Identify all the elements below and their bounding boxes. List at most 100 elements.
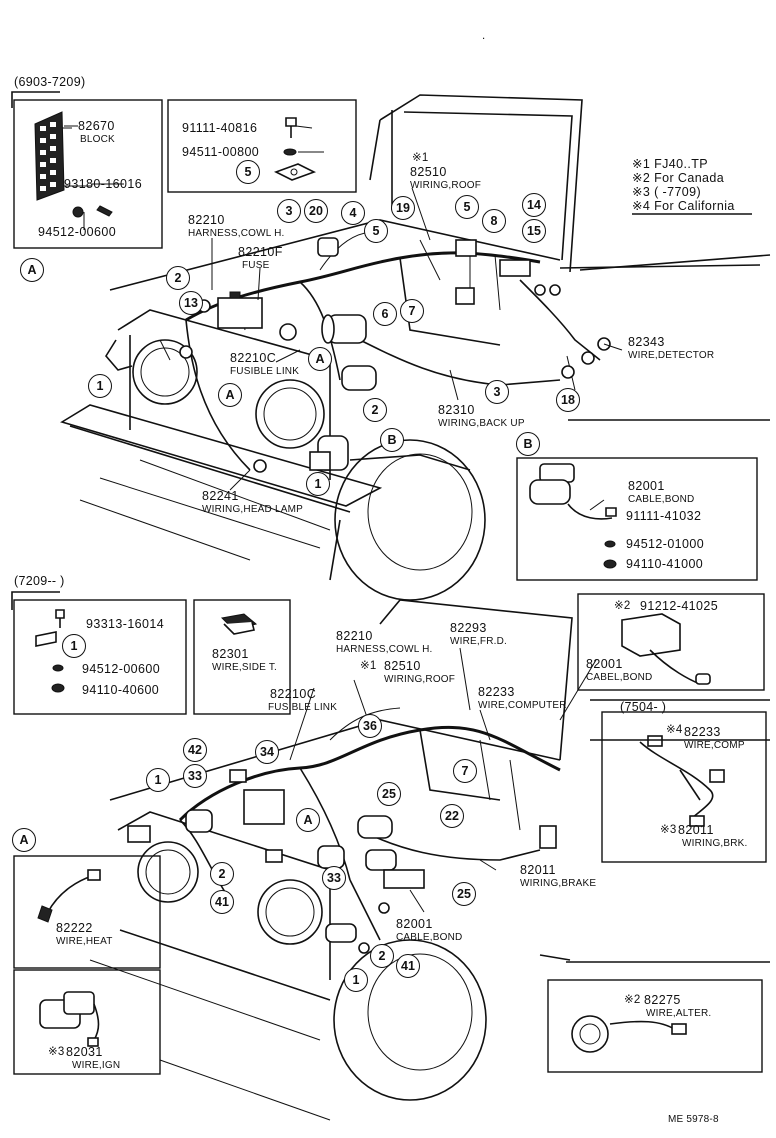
- letter-A-4: A: [296, 808, 320, 832]
- roof-part-number: 82510: [410, 165, 447, 179]
- cowl-label-2: HARNESS,COWL H.: [336, 644, 433, 655]
- bond-washer-part: 94512-01000: [626, 537, 705, 551]
- fusible-label-2: FUSIBLE LINK: [268, 702, 338, 713]
- fusible-part-number-2: 82210C: [270, 687, 317, 701]
- callout-1d: 1: [344, 968, 368, 992]
- footer-code: ME 5978-8: [668, 1114, 719, 1125]
- callout-18: 18: [556, 388, 580, 412]
- detector-part-number: 82343: [628, 335, 665, 349]
- cabel-bond-box: [577, 593, 765, 691]
- letter-B-2: B: [516, 432, 540, 456]
- letter-B-1: B: [380, 428, 404, 452]
- callout-3: 3: [277, 199, 301, 223]
- callout-2: 2: [166, 266, 190, 290]
- fuse-label: FUSE: [242, 260, 270, 271]
- top-section-bracket: [11, 91, 60, 108]
- brk-mark: ※3: [660, 824, 677, 836]
- comp-brk-box: [601, 711, 767, 863]
- callout-7b: 7: [453, 759, 477, 783]
- block-label: BLOCK: [80, 134, 115, 145]
- bond-nut-part: 94110-41000: [626, 557, 704, 571]
- callout-25: 25: [377, 782, 401, 806]
- wire-ign-box: [13, 969, 161, 1075]
- vehicle-body-top: [60, 94, 771, 601]
- leader-lines-top: [64, 125, 623, 511]
- callout-2c: 2: [210, 862, 234, 886]
- screw-and-washer-drawing: [273, 117, 317, 181]
- computer-part-number: 82233: [478, 685, 515, 699]
- callout-4: 4: [341, 201, 365, 225]
- brake-label: WIRING,BRAKE: [520, 878, 597, 889]
- wire-alter-drawing: [571, 1015, 687, 1053]
- note-4: ※4 For California: [632, 199, 735, 213]
- alter-mark: ※2: [624, 994, 641, 1006]
- heat-part-number: 82222: [56, 921, 93, 935]
- roof-mark: ※1: [412, 152, 429, 164]
- callout-5: 5: [364, 219, 388, 243]
- alter-part-number: 82275: [644, 993, 681, 1007]
- cowl-part-number-2: 82210: [336, 629, 373, 643]
- letter-A-2: A: [308, 347, 332, 371]
- side-t-drawing: [220, 613, 258, 635]
- callout-1b: 1: [306, 472, 330, 496]
- callout-41: 41: [210, 890, 234, 914]
- comp-mark: ※4: [666, 724, 683, 736]
- ign-part-number: 82031: [66, 1045, 103, 1059]
- bond-label-2: CABLE,BOND: [396, 932, 463, 943]
- headlamp-part-number: 82241: [202, 489, 239, 503]
- bracket-nut-part: 94110-40600: [82, 683, 160, 697]
- comp-label: WIRE,COMP: [684, 740, 745, 751]
- note-3: ※3 ( -7709): [632, 185, 702, 199]
- wire-heat-drawing: [37, 869, 101, 923]
- side-t-part-number: 82301: [212, 647, 249, 661]
- junction-block-drawing: [34, 111, 113, 230]
- bracket-box: [13, 599, 187, 715]
- note-2: ※2 For Canada: [632, 171, 725, 185]
- side-t-box: [193, 599, 291, 715]
- callout-8: 8: [482, 209, 506, 233]
- heat-label: WIRE,HEAT: [56, 936, 113, 947]
- cowl-label: HARNESS,COWL H.: [188, 228, 285, 239]
- alter-label: WIRE,ALTER.: [646, 1008, 712, 1019]
- ign-mark: ※3: [48, 1046, 65, 1058]
- roof-label: WIRING,ROOF: [410, 180, 482, 191]
- block-part-number: 82670: [78, 119, 115, 133]
- cable-bond-box: [516, 457, 758, 581]
- backup-part-number: 82310: [438, 403, 475, 417]
- cable-bond-drawing: [529, 463, 617, 569]
- top-section-range: (6903-7209): [14, 75, 86, 89]
- callout-19: 19: [391, 196, 415, 220]
- brake-part-number: 82011: [520, 863, 556, 877]
- bottom-section-range: (7209-- ): [14, 574, 65, 588]
- cabel-bond-label: CABEL,BOND: [586, 672, 653, 683]
- frd-label: WIRE,FR.D.: [450, 636, 507, 647]
- callout-2b: 2: [363, 398, 387, 422]
- block-screw-part: 93180-16016: [64, 177, 143, 191]
- fusible-label: FUSIBLE LINK: [230, 366, 300, 377]
- roof-part-number-2: 82510: [384, 659, 421, 673]
- callout-7: 7: [400, 299, 424, 323]
- components-bottom: [127, 769, 557, 954]
- callout-1c: 1: [146, 768, 170, 792]
- callout-41b: 41: [396, 954, 420, 978]
- bracket-drawing: [35, 609, 65, 693]
- wire-alter-box: [547, 979, 763, 1073]
- bracket-washer-part: 94512-00600: [82, 662, 161, 676]
- callout-15: 15: [522, 219, 546, 243]
- note-1: ※1 FJ40..TP: [632, 157, 709, 171]
- callout-20: 20: [304, 199, 328, 223]
- block-washer-part: 94512-00600: [38, 225, 117, 239]
- cabel-bond-drawing: [621, 613, 711, 685]
- roof-mark-2: ※1: [360, 660, 377, 672]
- frd-part-number: 82293: [450, 621, 487, 635]
- callout-1: 1: [88, 374, 112, 398]
- bracket-callout-1: 1: [62, 634, 86, 658]
- bond-label: CABLE,BOND: [628, 494, 695, 505]
- side-t-label: WIRE,SIDE T.: [212, 662, 278, 673]
- cabel-bond-screw: 91212-41025: [640, 599, 719, 613]
- leader-lines-bottom: [289, 647, 597, 913]
- letter-A-1: A: [20, 258, 44, 282]
- cabel-bond-part-number: 82001: [586, 657, 623, 671]
- headlamp-label: WIRING,HEAD LAMP: [202, 504, 303, 515]
- wire-heat-box: [13, 855, 161, 969]
